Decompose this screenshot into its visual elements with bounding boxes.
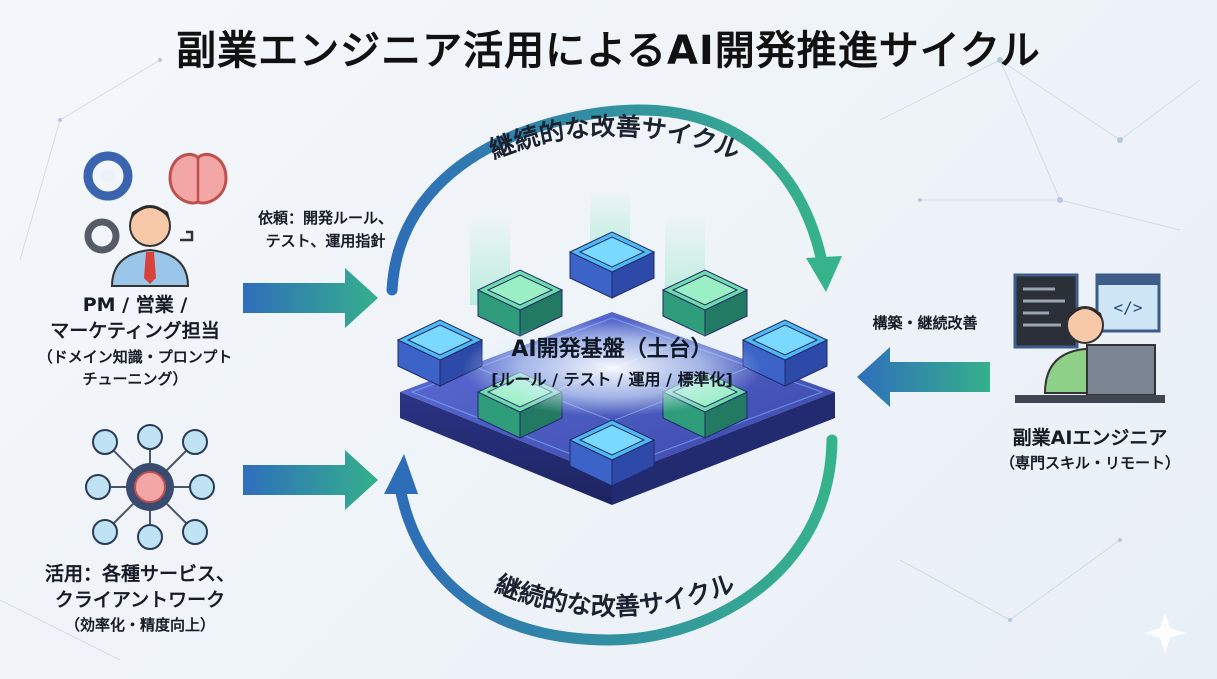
services-label: 活用：各種サービス、 クライアントワーク: [20, 561, 260, 613]
platform-cube: [568, 231, 656, 299]
platform-subtitle: [ルール / テスト / 運用 / 標準化]: [491, 370, 733, 389]
services-line-1: 活用：各種サービス、: [44, 563, 235, 585]
engineer-person-icon: </>: [1013, 273, 1165, 403]
services-note: （効率化・精度向上）: [64, 616, 215, 634]
use-arrow: [243, 450, 378, 510]
platform-cube: [568, 419, 656, 487]
pm-role-label: PM / 営業 / マーケティング担当: [20, 292, 250, 344]
svg-text:</>: </>: [1114, 298, 1143, 317]
request-line-2: テスト、運用指針: [265, 232, 386, 250]
engineer-role-label: 副業AIエンジニア: [1012, 427, 1168, 449]
services-hub-icon: [85, 424, 215, 550]
page-title: 副業エンジニア活用によるAI開発推進サイクル: [176, 28, 1041, 74]
platform-cube: [476, 269, 564, 337]
platform-title: AI開発基盤（土台）: [511, 337, 713, 362]
build-arrow: [857, 347, 990, 407]
platform-cube: [741, 319, 829, 387]
pm-person-icon: [83, 151, 228, 287]
bottom-cycle-label: 継続的な改善サイクル: [491, 569, 738, 621]
build-label: 構築・継続改善: [872, 314, 978, 332]
pm-note-line-2: チューニング）: [82, 370, 188, 388]
pm-note-line-1: （ドメイン知識・プロンプト: [37, 348, 233, 366]
request-line-1: 依頼：開発ルール、: [257, 209, 393, 227]
services-line-2: クライアントワーク: [54, 589, 226, 611]
top-cycle-arc: [386, 104, 828, 296]
engineer-role-note: （専門スキル・リモート）: [999, 454, 1180, 472]
request-arrow: [243, 268, 378, 328]
request-label: 依頼：開発ルール、 テスト、運用指針: [238, 207, 413, 253]
pm-role-note: （ドメイン知識・プロンプト チューニング）: [20, 346, 250, 390]
platform-cube: [396, 319, 484, 387]
platform-cube: [661, 269, 749, 337]
pm-role-line-1: PM / 営業 /: [82, 294, 188, 316]
pm-role-line-2: マーケティング担当: [50, 320, 220, 342]
bottom-arc-arrowhead: [384, 454, 418, 494]
bottom-cycle-arc: [394, 434, 838, 646]
top-arc-arrowhead: [806, 256, 842, 292]
